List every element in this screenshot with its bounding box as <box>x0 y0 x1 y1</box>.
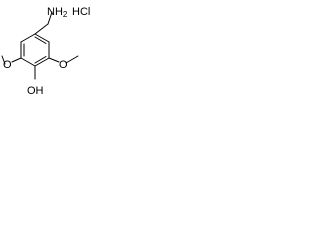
amine-subscript: 2 <box>63 10 68 19</box>
left-methyl-bond <box>1 55 6 65</box>
chemical-structure: NH2 HCl O O OH <box>1 6 90 97</box>
salt-label: HCl <box>72 6 90 18</box>
right-methyl-bond <box>65 55 79 64</box>
ring-bond-bottom-right <box>34 57 50 67</box>
amine-label: NH2 <box>47 6 68 19</box>
hydroxyl-label: OH <box>27 85 44 97</box>
ring-bond-bottom-left <box>20 57 36 67</box>
right-methoxy-bond <box>48 57 60 63</box>
amine-text: NH <box>47 6 63 18</box>
left-methoxy-oxygen: O <box>3 59 12 71</box>
right-methoxy-oxygen: O <box>59 59 68 71</box>
ring-double-bond-bottom-right <box>34 56 47 64</box>
ring-bond-top-left <box>20 33 36 43</box>
ch2-bond <box>34 23 49 35</box>
benzene-ring <box>20 33 50 67</box>
amine-bond <box>47 11 53 25</box>
left-methoxy-bond <box>11 57 22 63</box>
ring-bond-top-right <box>34 33 50 43</box>
ring-double-bond-top-right <box>34 36 47 44</box>
